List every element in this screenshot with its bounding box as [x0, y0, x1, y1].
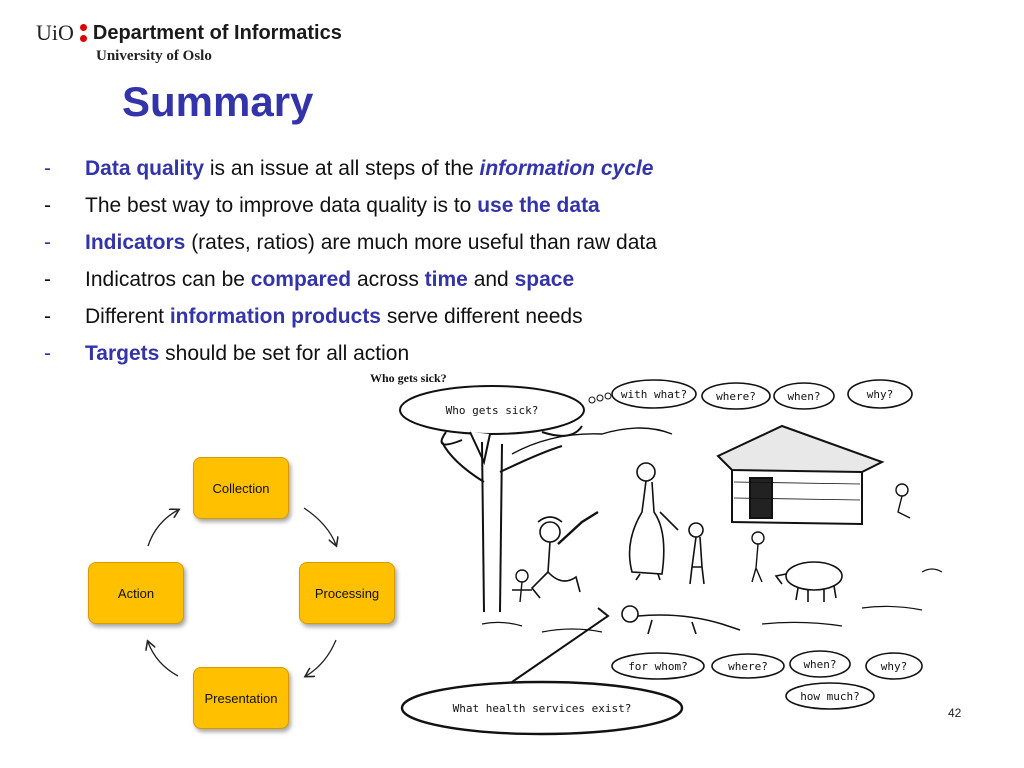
bullet-text: Targets should be set for all action — [85, 342, 409, 366]
slide-title: Summary — [122, 78, 314, 125]
hoe-drawing — [511, 607, 610, 683]
bullet-highlight: information cycle — [479, 156, 654, 180]
slide-header: UiO Department of Informatics University… — [36, 18, 342, 64]
bullet-highlight: compared — [250, 267, 352, 291]
bullet-segment: The best way to improve data quality is … — [85, 193, 478, 217]
house-drawing — [716, 424, 885, 526]
person-crouching-drawing — [530, 510, 599, 599]
bullet-segment: should be set for all action — [159, 341, 410, 365]
page-number: 42 — [948, 706, 962, 720]
top-bubble-4: why? — [867, 388, 894, 401]
bullet-text: Different information products serve dif… — [85, 305, 583, 329]
bullet-dash: - — [44, 193, 51, 217]
illustration-heading: Who gets sick? — [370, 371, 447, 385]
health-services-bubble: What health services exist? — [400, 680, 684, 736]
bottom-bubble-1: for whom? — [628, 660, 688, 673]
health-services-text: What health services exist? — [453, 702, 632, 715]
cycle-box-action: Action — [88, 562, 184, 624]
top-bubble-3: when? — [787, 390, 820, 403]
child-drawing — [688, 522, 705, 585]
bullet-item: - Indicatros can be compared across time … — [44, 261, 657, 298]
bullet-text: The best way to improve data quality is … — [85, 194, 600, 218]
arrow-action-to-collection — [147, 510, 178, 547]
bottom-question-bubbles: for whom? where? when? why? how much? — [611, 650, 923, 710]
logo-colon-icon — [79, 24, 87, 42]
arrow-processing-to-presentation — [306, 639, 337, 676]
tree-drawing — [440, 425, 673, 613]
bullet-segment: is an issue at all steps of the — [204, 156, 480, 180]
bullet-item: - Different information products serve di… — [44, 298, 657, 335]
bullet-highlight: Targets — [85, 341, 160, 365]
bullet-segment: serve different needs — [381, 304, 583, 328]
health-questions-illustration: Who gets sick? Who gets sick? with what?… — [370, 371, 943, 736]
cycle-box-processing: Processing — [299, 562, 395, 624]
bullet-item: - Indicators (rates, ratios) are much mor… — [44, 224, 657, 261]
arrow-presentation-to-action — [148, 642, 179, 677]
thought-dots — [588, 392, 612, 404]
small-figures-drawing — [512, 483, 911, 603]
bottom-bubble-3: when? — [803, 658, 836, 671]
pig-drawing — [774, 561, 843, 602]
bullet-dash: - — [44, 267, 51, 291]
bullet-dash: - — [44, 341, 51, 365]
lying-person-drawing — [621, 605, 741, 635]
bullet-list: - Data quality is an issue at all steps o… — [44, 150, 657, 372]
bullet-highlight: Indicators — [85, 230, 186, 254]
bullet-segment: and — [467, 267, 515, 291]
bullet-item: - Targets should be set for all action — [44, 335, 657, 372]
bullet-text: Indicators (rates, ratios) are much more… — [85, 231, 657, 255]
top-bubble-1: with what? — [621, 388, 687, 401]
bullet-text: Data quality is an issue at all steps of… — [85, 157, 653, 181]
bullet-highlight: use the data — [477, 193, 600, 217]
bullet-dash: - — [44, 230, 51, 254]
woman-drawing — [628, 462, 679, 581]
bullet-dash: - — [44, 156, 51, 180]
cycle-box-presentation: Presentation — [193, 667, 289, 729]
bullet-highlight: space — [514, 267, 575, 291]
bullet-segment: (rates, ratios) are much more useful tha… — [185, 230, 657, 254]
uio-logo: UiO Department of Informatics — [36, 18, 342, 48]
bullet-highlight: information products — [169, 304, 381, 328]
bottom-bubble-2: where? — [728, 660, 768, 673]
bullet-text: Indicatros can be compared across time a… — [85, 268, 574, 292]
cycle-box-collection: Collection — [193, 457, 289, 519]
bullet-item: - Data quality is an issue at all steps o… — [44, 150, 657, 187]
top-question-bubbles: with what? where? when? why? — [611, 379, 913, 410]
uio-wordmark: UiO — [36, 20, 74, 45]
university-name: University of Oslo — [96, 48, 212, 64]
bullet-highlight: time — [424, 267, 468, 291]
ground-scribbles — [481, 568, 943, 633]
arrow-collection-to-processing — [303, 507, 336, 545]
big-bubble-text: Who gets sick? — [446, 404, 539, 417]
bullet-segment: Different — [85, 304, 170, 328]
top-bubble-2: where? — [716, 390, 756, 403]
bullet-item: - The best way to improve data quality is… — [44, 187, 657, 224]
big-question-bubble: Who gets sick? — [399, 385, 585, 466]
bullet-segment: Indicatros can be — [85, 267, 251, 291]
bullet-dash: - — [44, 304, 51, 328]
how-much-bubble: how much? — [800, 690, 860, 703]
bottom-bubble-4: why? — [881, 660, 908, 673]
bullet-highlight: Data quality — [85, 156, 205, 180]
bullet-segment: across — [351, 267, 425, 291]
department-name: Department of Informatics — [92, 21, 342, 44]
